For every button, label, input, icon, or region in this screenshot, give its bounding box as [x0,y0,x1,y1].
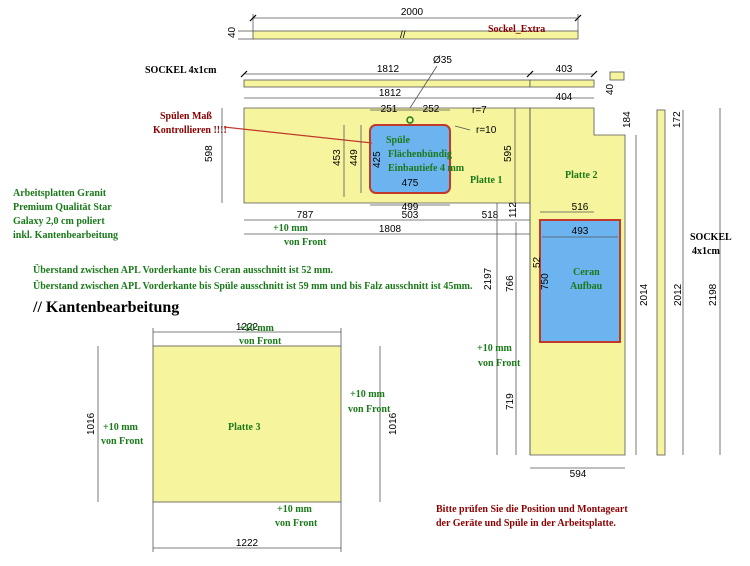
dim-184: 184 [622,111,633,128]
ueberstand-1: Überstand zwischen APL Vorderkante bis C… [33,263,334,276]
dim-499: 499 [402,202,419,213]
front-p3-right-2: von Front [348,404,391,415]
front-p2-2: von Front [478,358,521,369]
dim-d35: Ø35 [433,55,452,66]
front-p1-1: +10 mm [273,223,309,234]
dim-1016-b: 1016 [388,412,399,435]
dim-595: 595 [503,145,514,162]
dim-598: 598 [204,145,215,162]
spuele-label-3: Einbautiefe 4 mm [388,163,465,174]
dim-750: 750 [540,273,551,290]
dim-2012: 2012 [673,283,684,306]
material-4: inkl. Kantenbearbeitung [13,230,118,241]
spuele-label-2: Flächenbündig [388,149,452,160]
front-p3-bottom-1: +10 mm [277,504,313,515]
dim-r7: r=7 [472,105,487,116]
ceran-label-1: Ceran [573,267,600,278]
front-p3-left-2: von Front [101,436,144,447]
dim-425: 425 [372,151,383,168]
dim-r10: r=10 [476,125,497,136]
spuelen-mass-1: Spülen Maß [160,111,212,122]
dim-2198: 2198 [708,283,719,306]
sockel-extra-label: Sockel_Extra [488,24,545,35]
sockel-strip-2 [529,79,595,88]
ueberstand-2: Überstand zwischen APL Vorderkante bis S… [33,279,473,292]
dim-453: 453 [332,149,343,166]
dim-404: 404 [556,92,573,103]
dim-403: 403 [556,64,573,75]
platte-3-outline [152,345,342,503]
front-p3-right-1: +10 mm [350,389,386,400]
bitte-2: der Geräte und Spüle in der Arbeitsplatt… [436,518,616,529]
dim-503: 503 [402,210,419,221]
front-p1-2: von Front [284,237,327,248]
dim-2000: 2000 [401,7,424,18]
kanten-heading: // Kantenbearbeitung [32,299,179,316]
dim-1222-a: 1222 [236,322,259,333]
sockel-right-1: SOCKEL [690,232,732,243]
sockel-strip-1 [243,79,531,88]
sockel-right-2: 4x1cm [692,246,720,257]
dim-1016-a: 1016 [86,412,97,435]
sockel-strip-right [656,109,666,456]
front-p3-top-2: von Front [239,336,282,347]
dim-252: 252 [423,104,440,115]
dim-719: 719 [505,393,516,410]
dim-1808: 1808 [379,224,402,235]
platte-2-label: Platte 2 [565,170,598,181]
dim-112: 112 [508,202,519,218]
platte-3-label: Platte 3 [228,422,261,433]
dim-172: 172 [672,111,683,128]
dim-787: 787 [297,210,314,221]
dim-2014: 2014 [639,283,650,306]
dim-251: 251 [381,104,398,115]
front-p3-top-1: +10 mm [239,323,275,334]
dim-475: 475 [402,178,419,189]
dim-493: 493 [572,226,589,237]
material-2: Premium Qualität Star [13,202,112,213]
dim-40-extra: 40 [227,26,238,38]
dim-1812-a: 1812 [377,64,400,75]
front-p3-left-1: +10 mm [103,422,139,433]
ceran-label-2: Aufbau [570,281,603,292]
front-p2-1: +10 mm [477,343,513,354]
spuele-label-1: Spüle [386,135,410,146]
dim-2197: 2197 [483,267,494,290]
sockel-extra-strip [252,30,579,40]
dim-518: 518 [482,210,499,221]
dim-594: 594 [570,469,587,480]
ceran-cutout [539,219,621,343]
material-3: Galaxy 2,0 cm poliert [13,216,105,227]
dim-449: 449 [349,149,360,166]
front-p3-bottom-2: von Front [275,518,318,529]
tap-hole-icon [406,116,414,124]
dim-1812-b: 1812 [379,88,402,99]
bitte-1: Bitte prüfen Sie die Position und Montag… [436,504,628,515]
svg-text://: // [400,30,406,41]
platte-1-label: Platte 1 [470,175,503,186]
dim-40-sockel: 40 [605,83,616,95]
dim-766: 766 [505,275,516,292]
spuelen-mass-2: Kontrollieren !!!! [153,125,227,136]
dim-516: 516 [572,202,589,213]
spuele-cutout [369,124,451,194]
dim-52: 52 [532,256,543,268]
dim-1222-b: 1222 [236,538,259,549]
sockel-top-label: SOCKEL 4x1cm [145,65,217,76]
material-1: Arbeitsplatten Granit [13,188,107,199]
